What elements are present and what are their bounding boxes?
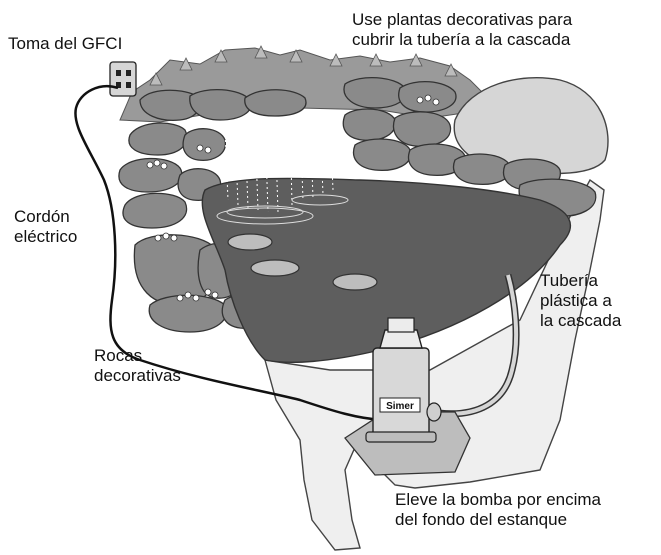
ground-cross-section xyxy=(264,178,605,551)
ripples xyxy=(216,194,349,225)
power-cord-label: Cordón eléctrico xyxy=(14,207,78,246)
decorative-plants-label: Use plantas decorativas para cubrir la t… xyxy=(352,10,573,49)
gfci-outlet xyxy=(109,61,137,97)
gfci-outlet-label: Toma del GFCI xyxy=(8,34,123,53)
decorative-rocks-label: Rocas decorativas xyxy=(94,346,181,385)
lily-pads xyxy=(227,233,378,291)
submersible-pump xyxy=(365,317,442,443)
power-cord xyxy=(74,85,389,422)
flowers xyxy=(146,94,440,302)
raise-pump-label: Eleve la bomba por encima del fondo del … xyxy=(395,490,602,529)
pump-brand-label: Simer xyxy=(386,401,414,412)
waterfall xyxy=(224,114,334,213)
foliage-leaves xyxy=(149,45,458,86)
plastic-tubing-label: Tubería plástica a la cascada xyxy=(540,271,622,330)
